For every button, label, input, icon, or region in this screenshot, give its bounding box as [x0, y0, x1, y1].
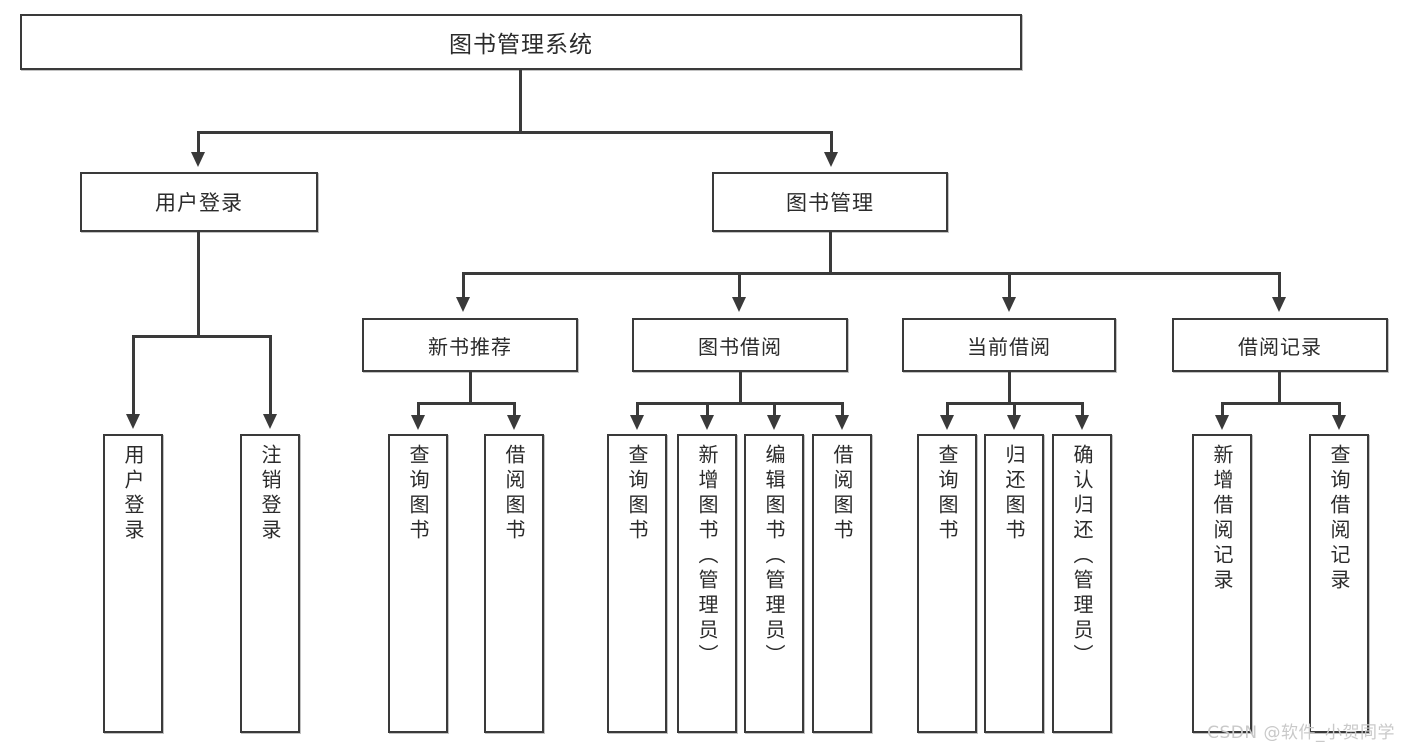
- node-leaf-query-book-2[interactable]: 查询图书: [607, 434, 667, 733]
- connector-bb-drop-4: [841, 402, 844, 416]
- node-label: 新增借阅记录: [1210, 444, 1234, 594]
- node-label: 用户登录: [155, 191, 243, 215]
- node-label: 归还图书: [1002, 444, 1026, 544]
- node-leaf-edit-book[interactable]: 编辑图书（管理员）: [744, 434, 804, 733]
- node-label: 确认归还（管理员）: [1070, 444, 1094, 669]
- connector-br-stem: [1278, 372, 1281, 404]
- node-leaf-return-book[interactable]: 归还图书: [984, 434, 1044, 733]
- arrow-to-user-login: [191, 152, 205, 167]
- connector-nbr-drop-2: [513, 402, 516, 416]
- connector-book-manage-stem: [829, 232, 832, 274]
- node-user-login[interactable]: 用户登录: [80, 172, 318, 232]
- node-leaf-confirm-return[interactable]: 确认归还（管理员）: [1052, 434, 1112, 733]
- node-current-borrow[interactable]: 当前借阅: [902, 318, 1116, 372]
- connector-nbr-stem: [469, 372, 472, 404]
- arrow-to-leaf-add-book: [700, 415, 714, 430]
- arrow-to-leaf-add-record: [1215, 415, 1229, 430]
- node-leaf-query-book-1[interactable]: 查询图书: [388, 434, 448, 733]
- node-label: 图书借阅: [698, 334, 782, 359]
- connector-user-login-drop-2: [269, 335, 272, 415]
- connector-user-login-bus: [133, 335, 272, 338]
- arrow-to-leaf-edit-book: [767, 415, 781, 430]
- connector-level1-bus: [198, 131, 832, 134]
- node-leaf-user-login[interactable]: 用户登录: [103, 434, 163, 733]
- arrow-to-book-manage: [824, 152, 838, 167]
- connector-level1-drop-right: [830, 131, 833, 153]
- connector-nbr-drop-1: [417, 402, 420, 416]
- arrow-to-current-borrow: [1002, 297, 1016, 312]
- node-leaf-add-record[interactable]: 新增借阅记录: [1192, 434, 1252, 733]
- connector-bb-stem: [739, 372, 742, 404]
- node-label: 借阅图书: [502, 444, 526, 544]
- arrow-to-leaf-query-book-1: [411, 415, 425, 430]
- connector-cb-drop-1: [946, 402, 949, 416]
- connector-level2-drop-4: [1278, 272, 1281, 298]
- connector-level2-drop-1: [462, 272, 465, 298]
- node-book-manage[interactable]: 图书管理: [712, 172, 948, 232]
- connector-level1-drop-left: [197, 131, 200, 153]
- node-leaf-borrow-book-1[interactable]: 借阅图书: [484, 434, 544, 733]
- arrow-to-borrow-record: [1272, 297, 1286, 312]
- arrow-to-leaf-query-record: [1332, 415, 1346, 430]
- connector-level2-bus: [463, 272, 1281, 275]
- arrow-to-leaf-borrow-book-2: [835, 415, 849, 430]
- arrow-to-leaf-borrow-book-1: [507, 415, 521, 430]
- arrow-to-leaf-query-book-2: [630, 415, 644, 430]
- node-label: 新增图书（管理员）: [695, 444, 719, 669]
- connector-cb-drop-3: [1081, 402, 1084, 416]
- connector-bb-bus: [637, 402, 843, 405]
- node-label: 借阅图书: [830, 444, 854, 544]
- node-label: 编辑图书（管理员）: [762, 444, 786, 669]
- node-new-book-recommend[interactable]: 新书推荐: [362, 318, 578, 372]
- node-label: 图书管理系统: [449, 32, 593, 58]
- node-root-book-management-system[interactable]: 图书管理系统: [20, 14, 1022, 70]
- node-leaf-query-book-3[interactable]: 查询图书: [917, 434, 977, 733]
- node-leaf-add-book[interactable]: 新增图书（管理员）: [677, 434, 737, 733]
- connector-bb-drop-3: [773, 402, 776, 416]
- node-label: 借阅记录: [1238, 334, 1322, 359]
- arrow-to-leaf-user-login: [126, 414, 140, 429]
- node-leaf-query-record[interactable]: 查询借阅记录: [1309, 434, 1369, 733]
- connector-user-login-stem: [197, 232, 200, 337]
- connector-br-drop-1: [1221, 402, 1224, 416]
- node-label: 查询图书: [935, 444, 959, 544]
- node-label: 当前借阅: [967, 334, 1051, 359]
- node-label: 注销登录: [258, 444, 282, 544]
- node-leaf-user-logout[interactable]: 注销登录: [240, 434, 300, 733]
- arrow-to-leaf-query-book-3: [940, 415, 954, 430]
- arrow-to-leaf-return-book: [1007, 415, 1021, 430]
- node-label: 查询借阅记录: [1327, 444, 1351, 594]
- connector-br-drop-2: [1338, 402, 1341, 416]
- connector-level2-drop-2: [738, 272, 741, 298]
- connector-cb-stem: [1008, 372, 1011, 404]
- arrow-to-new-book-recommend: [456, 297, 470, 312]
- node-label: 新书推荐: [428, 334, 512, 359]
- connector-root-stem: [519, 70, 522, 133]
- connector-bb-drop-2: [706, 402, 709, 416]
- node-leaf-borrow-book-2[interactable]: 借阅图书: [812, 434, 872, 733]
- connector-br-bus: [1222, 402, 1340, 405]
- node-borrow-record[interactable]: 借阅记录: [1172, 318, 1388, 372]
- node-label: 图书管理: [786, 191, 874, 215]
- arrow-to-leaf-confirm-return: [1075, 415, 1089, 430]
- node-book-borrow[interactable]: 图书借阅: [632, 318, 848, 372]
- csdn-watermark: CSDN @软件_小贺同学: [1207, 723, 1395, 743]
- node-label: 查询图书: [406, 444, 430, 544]
- arrow-to-leaf-user-logout: [263, 414, 277, 429]
- arrow-to-book-borrow: [732, 297, 746, 312]
- connector-level2-drop-3: [1008, 272, 1011, 298]
- connector-user-login-drop-1: [132, 335, 135, 415]
- connector-bb-drop-1: [636, 402, 639, 416]
- connector-nbr-bus: [418, 402, 515, 405]
- node-label: 用户登录: [121, 444, 145, 544]
- connector-cb-drop-2: [1013, 402, 1016, 416]
- node-label: 查询图书: [625, 444, 649, 544]
